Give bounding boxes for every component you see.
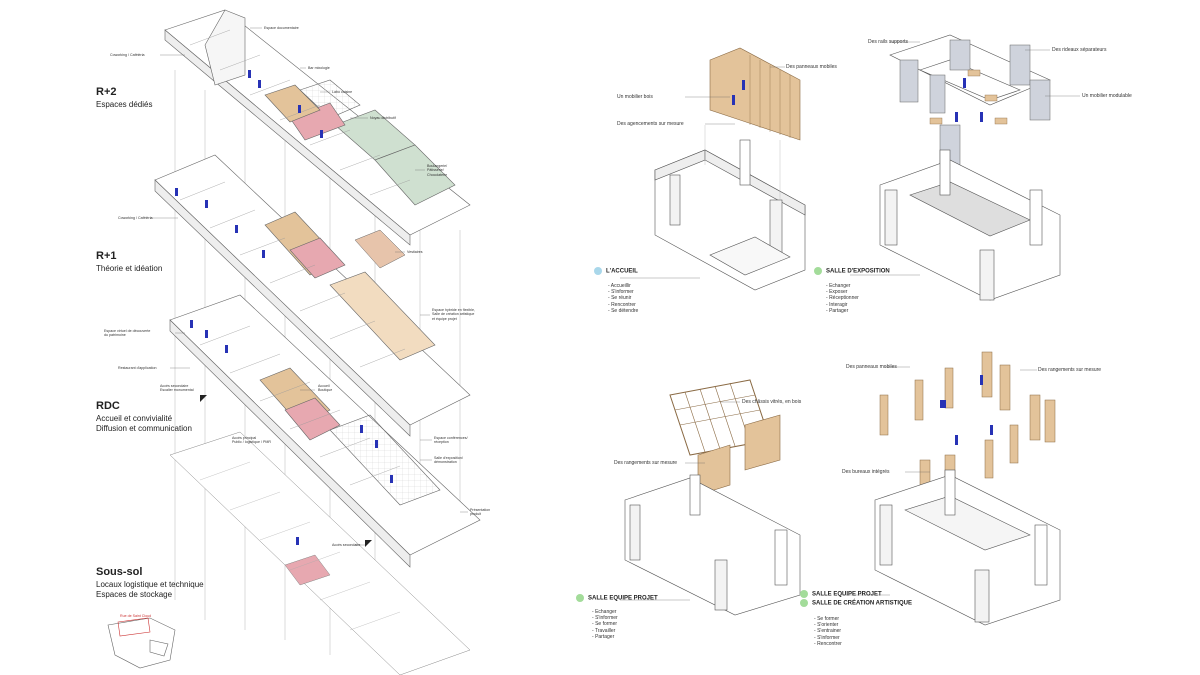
label-salle-demonstration: Salle d'exposition/ démonstration [434, 456, 463, 465]
room-title-exposition: SALLE D'EXPOSITION [814, 267, 890, 276]
callout-agencements: Des agencements sur mesure [617, 121, 684, 127]
activities-exposition: - Echanger - Exposer - Réceptionner - In… [826, 283, 859, 314]
label-espace-documentaire: Espace documentaire [264, 26, 299, 30]
level-title: R+1 [96, 250, 117, 262]
label-accueil-boutique: Accueil Boutique [318, 384, 333, 393]
slab-r2-rooms [189, 29, 411, 196]
level-subtitle: Diffusion et communication [96, 424, 192, 433]
panel-creation-drawing [874, 351, 1061, 626]
room-title-projet-creation: SALLE EQUIPE PROJET SALLE DE CRÉATION AR… [800, 590, 912, 607]
room-dot [594, 267, 602, 275]
activity-item: - Se former [814, 616, 840, 622]
label-presentation: Présentation produit [470, 508, 491, 517]
room-dot [576, 594, 584, 602]
label-labo-cuisine: Labo cuisine [332, 90, 353, 94]
callout-rangements: Des rangements sur mesure [614, 460, 678, 466]
callout-panneaux-mobiles: Des panneaux mobiles [786, 64, 837, 70]
level-sous-sol: Sous-sol Locaux logistique et technique … [96, 566, 204, 600]
level-title: R+2 [96, 86, 117, 98]
level-subtitle: Accueil et convivialité [96, 414, 173, 423]
level-title: RDC [96, 400, 120, 412]
panel-accueil-drawing [654, 47, 806, 291]
exploded-axonometric-drawing [107, 9, 481, 675]
callout-rangements-2: Des rangements sur mesure [1038, 367, 1102, 373]
level-subtitle: Espaces dédiés [96, 100, 153, 109]
activity-item: - Travailler [592, 627, 616, 634]
activity-item: - S'entrainer [814, 628, 842, 635]
slab-rdc [169, 294, 481, 568]
activity-item: - S'informer [608, 289, 634, 296]
room-dot [800, 590, 808, 598]
label-noyau: Noyau distributif [370, 116, 396, 120]
room-dot [814, 267, 822, 275]
activity-item: - Echanger [826, 283, 851, 289]
label-acces-principal: Accès principal Public / logistique / PM… [232, 436, 271, 445]
label-coworking-r1: Coworking / Cafétéria [118, 216, 153, 220]
callout-bureaux: Des bureaux intégrés [842, 469, 890, 475]
level-subtitle: Locaux logistique et technique [96, 580, 204, 589]
room-panels-drawing [620, 34, 1080, 626]
label-acces-secondaire-escalier: Accès secondaire Escalier monumental [160, 384, 194, 393]
activities-accueil: - Accueillir - S'informer - Se réunir - … [608, 283, 638, 314]
room-dot [800, 598, 808, 607]
activity-item: - Rencontrer [814, 640, 842, 647]
activity-item: - S'informer [814, 634, 840, 641]
label-espace-hybride: Espace hybride en flexible, Salle de cré… [432, 308, 475, 321]
activity-item: - Réceptionner [826, 295, 859, 302]
panel-projet-drawing [624, 379, 801, 616]
activity-item: - Se former [592, 621, 618, 628]
slab-sous-sol [169, 431, 471, 675]
callout-chassis-vitres: Des châssis vitrés, en bois [742, 399, 802, 405]
label-bar-mixologie: Bar mixologie [308, 66, 330, 70]
level-r2: R+2 Espaces dédiés [96, 86, 152, 110]
label-location-map: Rue de Saint Cloud [120, 614, 152, 618]
activity-item: - Rencontrer [608, 301, 636, 308]
label-espace-virtuel: Espace virtuel de découverte du patrimoi… [104, 329, 151, 338]
panel-exposition-drawing [879, 34, 1061, 301]
label-acces-secondaire: Accès secondaire [332, 543, 361, 547]
callout-mobilier-bois: Un mobilier bois [617, 94, 653, 100]
activity-item: - Exposer [826, 289, 848, 296]
location-map [107, 617, 176, 669]
label-coworking-r2: Coworking / Cafétéria [110, 53, 145, 57]
people-figures [175, 70, 393, 545]
callout-rideaux: Des rideaux séparateurs [1052, 47, 1107, 53]
activities-creation: - Se former - S'orienter - S'entrainer -… [814, 616, 842, 647]
activity-item: - Partager [826, 307, 849, 314]
level-rdc: RDC Accueil et convivialité Diffusion et… [96, 400, 192, 434]
level-title: Sous-sol [96, 566, 143, 578]
activity-item: - Echanger [592, 609, 617, 615]
level-r1: R+1 Théorie et idéation [96, 250, 162, 274]
label-boulangerie: Boulangerie/ Pâtisserie/ Chocolaterie [427, 164, 448, 177]
activity-item: - S'orienter [814, 622, 839, 629]
label-espace-conferences: Espace conférences/ réception [434, 436, 468, 445]
level-subtitle: Espaces de stockage [96, 590, 173, 599]
activity-item: - Accueillir [608, 283, 631, 289]
room-title-projet: SALLE EQUIPE PROJET [576, 594, 658, 603]
activity-item: - Partager [592, 633, 615, 640]
callout-rails-supports: Des rails supports [868, 39, 909, 45]
label-restaurant: Restaurant d'application [118, 366, 157, 370]
slab-r2 [164, 9, 471, 246]
activity-item: - Se réunir [608, 295, 632, 302]
activity-item: - Se détendre [608, 307, 639, 314]
slab-r1 [154, 154, 471, 437]
level-subtitle: Théorie et idéation [96, 264, 163, 273]
label-vestiaires: Vestiaires [407, 250, 423, 254]
callout-panneaux-mobiles-2: Des panneaux mobiles [846, 364, 897, 370]
activity-item: - Interagir [826, 301, 848, 308]
activities-projet: - Echanger - S'informer - Se former - Tr… [592, 609, 618, 640]
room-title-accueil: L'ACCUEIL [594, 267, 638, 276]
callout-mobilier-modulable: Un mobilier modulable [1082, 93, 1132, 99]
activity-item: - S'informer [592, 615, 618, 622]
